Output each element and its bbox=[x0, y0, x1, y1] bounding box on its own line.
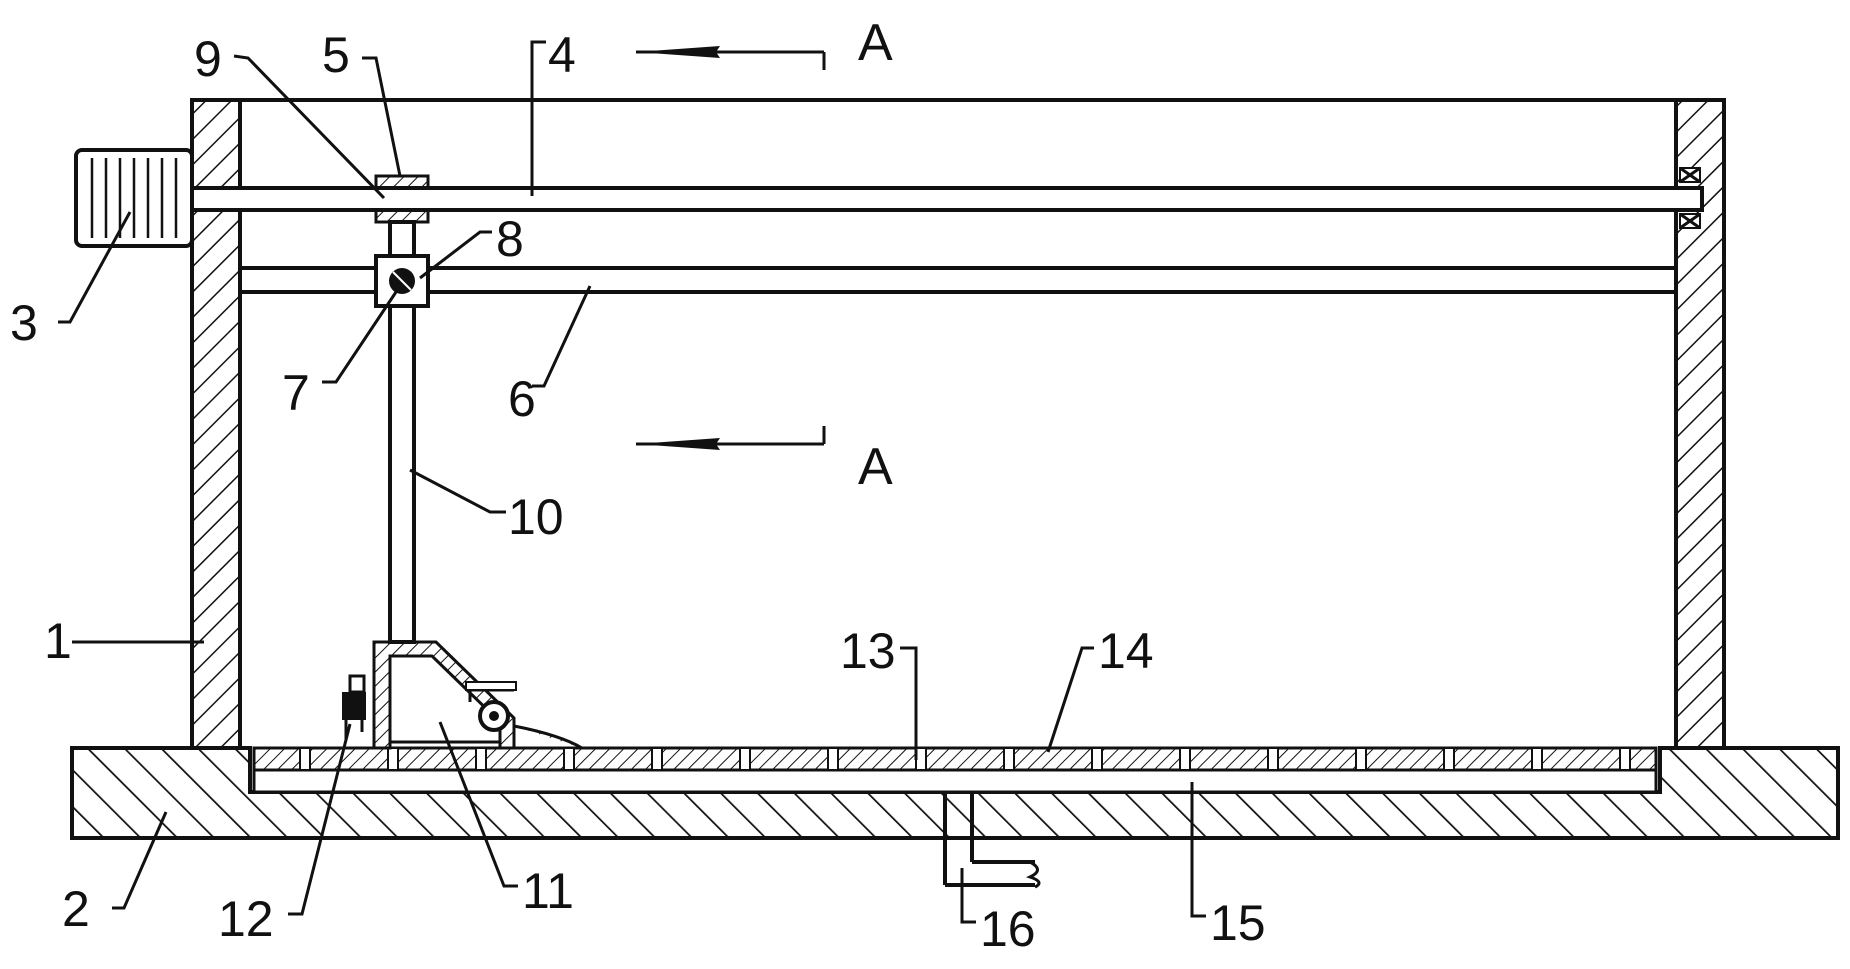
section-mark-bottom: A bbox=[636, 426, 893, 496]
plate-hole bbox=[1355, 747, 1367, 771]
section-mark-top: A bbox=[636, 14, 893, 72]
plate-hole bbox=[1531, 747, 1543, 771]
label-10: 10 bbox=[508, 489, 564, 545]
plate-hole bbox=[1443, 747, 1455, 771]
label-14: 14 bbox=[1098, 623, 1154, 679]
nut bbox=[374, 174, 430, 224]
label-15: 15 bbox=[1210, 895, 1266, 951]
perforated-plate bbox=[252, 746, 1658, 772]
drain-pipe bbox=[943, 792, 1041, 889]
guide-rod bbox=[238, 266, 1678, 294]
label-16: 16 bbox=[980, 901, 1036, 957]
plate-holes bbox=[299, 747, 1631, 771]
plate-hole bbox=[387, 747, 399, 771]
label-5: 5 bbox=[322, 27, 350, 83]
label-2: 2 bbox=[62, 881, 90, 937]
plate-hole bbox=[827, 747, 839, 771]
plate-hole bbox=[1003, 747, 1015, 771]
motor bbox=[74, 148, 194, 248]
label-3: 3 bbox=[10, 295, 38, 351]
sprayer bbox=[342, 674, 366, 740]
label-1: 1 bbox=[44, 613, 72, 669]
plate-hole bbox=[651, 747, 663, 771]
leader-lines bbox=[58, 40, 1206, 924]
lead-screw bbox=[190, 166, 1704, 230]
plate-hole bbox=[563, 747, 575, 771]
section-label-top: A bbox=[858, 14, 893, 72]
plate-hole bbox=[739, 747, 751, 771]
plate-hole bbox=[1091, 747, 1103, 771]
slider-block bbox=[374, 254, 430, 308]
plate-hole bbox=[299, 747, 311, 771]
section-label-bottom: A bbox=[858, 438, 893, 496]
part-labels: 1 2 3 4 5 6 7 8 9 10 11 12 13 14 15 16 bbox=[10, 27, 1266, 957]
label-11: 11 bbox=[522, 863, 574, 919]
label-8: 8 bbox=[496, 211, 524, 267]
label-4: 4 bbox=[548, 27, 576, 83]
label-12: 12 bbox=[218, 891, 274, 947]
scraper bbox=[372, 640, 583, 750]
label-13: 13 bbox=[840, 623, 896, 679]
plate-hole bbox=[1267, 747, 1279, 771]
plate-hole bbox=[475, 747, 487, 771]
plate-hole bbox=[1179, 747, 1191, 771]
label-9: 9 bbox=[194, 31, 222, 87]
plate-hole bbox=[1619, 747, 1631, 771]
label-6: 6 bbox=[508, 371, 536, 427]
label-7: 7 bbox=[282, 365, 310, 421]
